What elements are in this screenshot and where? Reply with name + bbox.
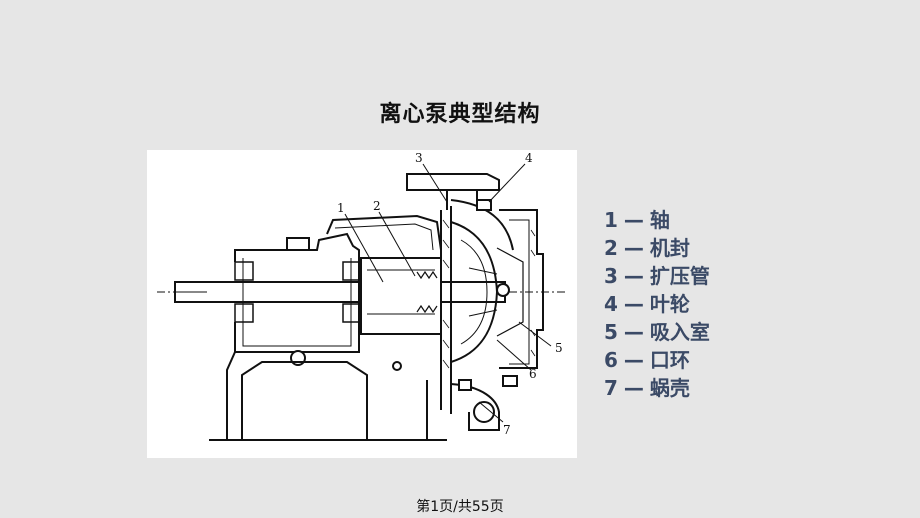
legend-item: 3—扩压管 (604, 262, 710, 290)
slide-title: 离心泵典型结构 (379, 102, 541, 127)
legend-item: 2—机封 (604, 234, 710, 262)
callout-6: 6 (529, 367, 537, 381)
legend-number: 5 (604, 320, 618, 344)
legend-item: 5—吸入室 (604, 318, 710, 346)
parts-legend: 1—轴 2—机封 3—扩压管 4—叶轮 5—吸入室 6—口环 7—蜗壳 (604, 206, 710, 402)
legend-number: 6 (604, 348, 618, 372)
pump-diagram: 1 2 3 4 5 6 7 (147, 150, 577, 458)
legend-number: 7 (604, 376, 618, 400)
legend-separator: — (623, 292, 644, 316)
callout-3: 3 (415, 151, 423, 165)
legend-label: 叶轮 (649, 292, 690, 316)
legend-label: 蜗壳 (649, 376, 690, 400)
legend-separator: — (623, 320, 644, 344)
legend-label: 吸入室 (649, 320, 710, 344)
legend-number: 3 (604, 264, 618, 288)
callout-1: 1 (337, 201, 345, 215)
legend-label: 扩压管 (649, 264, 710, 288)
callout-4: 4 (525, 151, 533, 165)
page-counter: 第1页/共55页 (416, 499, 504, 515)
legend-label: 轴 (649, 208, 670, 232)
legend-number: 2 (604, 236, 618, 260)
pump-cross-section-drawing: 1 2 3 4 5 6 7 (157, 151, 567, 441)
legend-separator: — (623, 348, 644, 372)
legend-separator: — (623, 376, 644, 400)
legend-number: 4 (604, 292, 618, 316)
legend-item: 7—蜗壳 (604, 374, 710, 402)
legend-label: 口环 (649, 348, 690, 372)
callout-7: 7 (503, 423, 511, 437)
legend-item: 1—轴 (604, 206, 710, 234)
legend-number: 1 (604, 208, 618, 232)
callout-2: 2 (373, 199, 381, 213)
legend-item: 4—叶轮 (604, 290, 710, 318)
legend-separator: — (623, 264, 644, 288)
callout-5: 5 (555, 341, 563, 355)
legend-label: 机封 (649, 236, 690, 260)
legend-separator: — (623, 208, 644, 232)
legend-item: 6—口环 (604, 346, 710, 374)
legend-separator: — (623, 236, 644, 260)
